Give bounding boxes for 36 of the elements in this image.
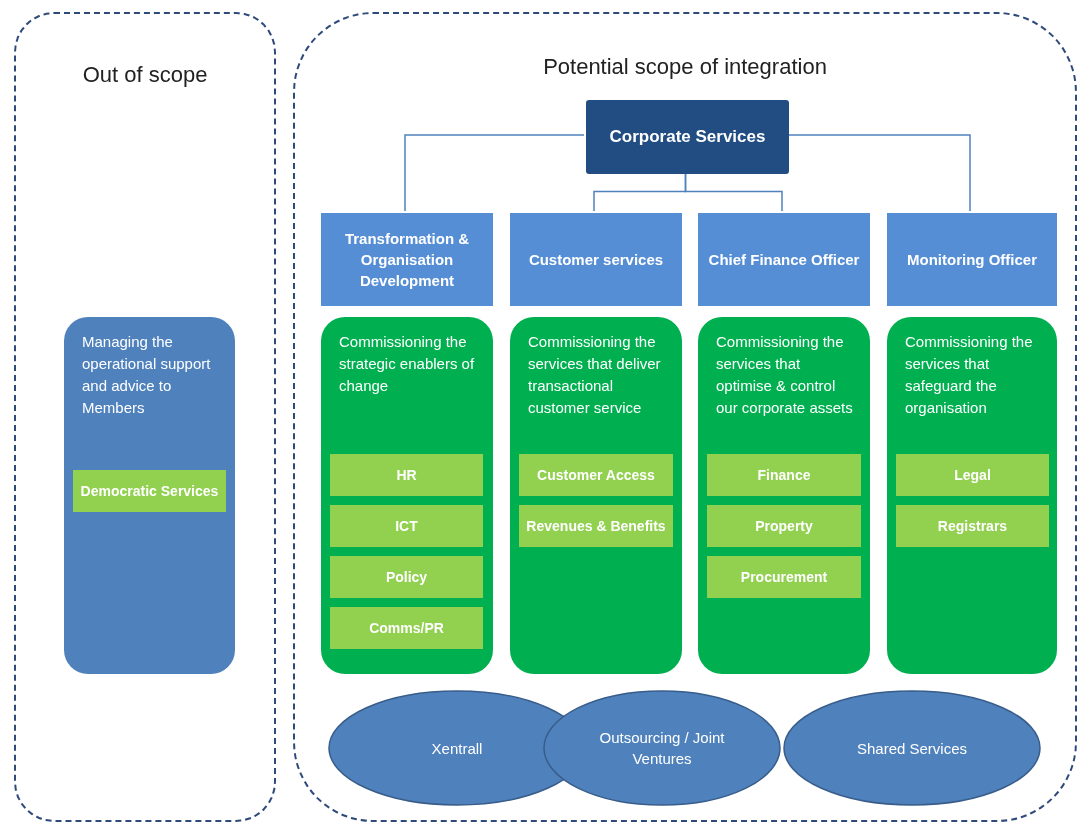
description-panel: [698, 317, 870, 674]
service-box: Property: [707, 505, 861, 547]
service-box: ICT: [330, 505, 483, 547]
service-box: Policy: [330, 556, 483, 598]
service-box: Procurement: [707, 556, 861, 598]
service-box: Comms/PR: [330, 607, 483, 649]
service-box: Legal: [896, 454, 1049, 496]
service-box: Democratic Services: [73, 470, 226, 512]
ellipse-label: Xentrall: [430, 738, 484, 759]
service-box: Customer Access: [519, 454, 673, 496]
description-panel: [510, 317, 682, 674]
service-box: Revenues & Benefits: [519, 505, 673, 547]
scope-title: Out of scope: [81, 62, 209, 88]
dashed-scope-container: [14, 12, 276, 822]
description-text: Commissioning the services that optimise & control our corporate assets: [716, 332, 854, 418]
connector-line: [404, 134, 585, 212]
description-text: Commissioning the services that deliver transactional customer service: [528, 332, 662, 418]
description-text: Commissioning the services that safeguard the organisation: [905, 332, 1034, 418]
role-box: Chief Finance Officer: [698, 213, 870, 306]
description-text: Managing the operational support and advice to Members: [82, 332, 212, 418]
description-panel: [887, 317, 1057, 674]
service-box: Registrars: [896, 505, 1049, 547]
description-text: Commissioning the strategic enablers of change: [339, 332, 476, 396]
top-box: Corporate Services: [586, 100, 789, 174]
description-panel: [321, 317, 493, 674]
ellipse-label: Shared Services: [855, 738, 969, 759]
connector-line: [684, 171, 783, 212]
service-box: HR: [330, 454, 483, 496]
description-panel: [64, 317, 235, 674]
ellipse-label: Outsourcing / Joint Ventures: [598, 728, 726, 769]
role-box: Monitoring Officer: [887, 213, 1057, 306]
role-box: Transformation & Organisation Development: [321, 213, 493, 306]
service-box: Finance: [707, 454, 861, 496]
role-box: Customer services: [510, 213, 682, 306]
scope-title: Potential scope of integration: [542, 54, 828, 80]
dashed-scope-container: [293, 12, 1077, 822]
